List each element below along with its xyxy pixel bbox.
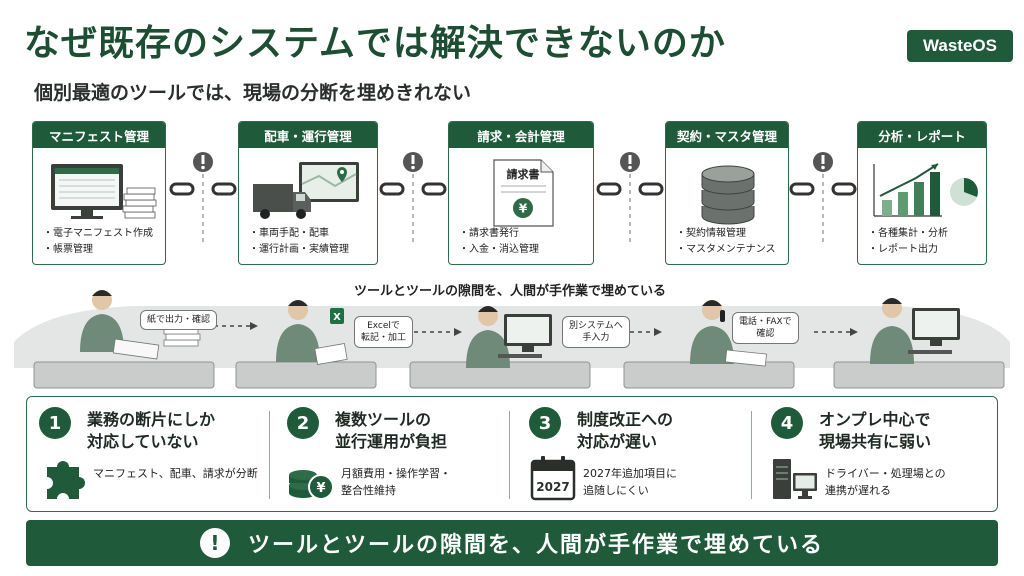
database-icon bbox=[701, 165, 755, 225]
server-computer-icon bbox=[773, 459, 817, 499]
issue-item: 1 業務の断片にしか 対応していない マニフェスト、配車、請求が分断 bbox=[27, 397, 267, 513]
tool-card-title: 契約・マスタ管理 bbox=[666, 122, 788, 148]
invoice-icon: 請求書 ¥ bbox=[493, 159, 554, 227]
issue-title: 複数ツールの 並行運用が負担 bbox=[335, 410, 448, 451]
broken-link-icon bbox=[379, 152, 447, 246]
tool-card-dispatch: 配車・運行管理 車両手配・配車 運行計画・実績管理 bbox=[238, 121, 378, 265]
footer-banner: ! ツールとツールの隙間を、人間が手作業で埋めている bbox=[26, 520, 998, 566]
tool-feature-list: 車両手配・配車 運行計画・実績管理 bbox=[249, 226, 349, 258]
exclamation-icon: ! bbox=[199, 528, 230, 558]
tool-feature: 電子マニフェスト作成 bbox=[43, 226, 153, 242]
worker-figure bbox=[690, 300, 767, 367]
footer-text: ツールとツールの隙間を、人間が手作業で埋めている bbox=[247, 533, 824, 558]
wasteos-logo: WasteOS bbox=[907, 30, 1013, 62]
tool-feature: 入金・消込管理 bbox=[459, 242, 539, 258]
tool-card-manifest: マニフェスト管理 電子マニフェスト作成 帳票管理 bbox=[32, 121, 166, 265]
issue-title: 制度改正への 対応が遅い bbox=[577, 410, 674, 451]
speech-bubble-excel: Excelで 転記・加工 bbox=[354, 316, 414, 348]
tool-card-title: 分析・レポート bbox=[858, 122, 986, 148]
issue-title: オンプレ中心で 現場共有に弱い bbox=[819, 410, 932, 451]
tool-feature-list: 契約情報管理 マスタメンテナンス bbox=[676, 226, 776, 258]
svg-text:¥: ¥ bbox=[519, 202, 528, 216]
invoice-label: 請求書 bbox=[507, 167, 540, 181]
puzzle-piece-icon bbox=[47, 461, 85, 499]
tool-card-contract: 契約・マスタ管理 契約情報管理 マスタメンテナンス bbox=[665, 121, 789, 265]
speech-bubble-paper: 紙で出力・確認 bbox=[140, 310, 218, 330]
issue-number: 1 bbox=[39, 407, 71, 439]
tool-feature: 帳票管理 bbox=[43, 242, 153, 258]
monitor-documents-icon bbox=[51, 164, 157, 219]
svg-text:X: X bbox=[333, 312, 341, 323]
worker-figure: X bbox=[276, 300, 348, 365]
tool-feature: 契約情報管理 bbox=[676, 226, 776, 242]
issue-number: 4 bbox=[771, 407, 803, 439]
divider bbox=[751, 411, 752, 499]
broken-link-icon bbox=[596, 152, 664, 246]
broken-link-icon bbox=[789, 152, 857, 246]
gap-banner: ツールとツールの隙間を、人間が手作業で埋めている bbox=[353, 284, 666, 299]
worker-figure bbox=[466, 306, 552, 368]
tool-feature: 各種集計・分析 bbox=[868, 226, 948, 242]
tool-feature: 請求書発行 bbox=[459, 226, 539, 242]
tool-feature: レポート出力 bbox=[868, 242, 948, 258]
speech-bubble-reentry: 別システムへ 手入力 bbox=[562, 316, 630, 348]
tool-feature-list: 電子マニフェスト作成 帳票管理 bbox=[43, 226, 153, 258]
issues-panel: 1 業務の断片にしか 対応していない マニフェスト、配車、請求が分断 2 複数ツ… bbox=[26, 396, 998, 512]
truck-map-icon bbox=[253, 162, 359, 219]
tool-feature: マスタメンテナンス bbox=[676, 242, 776, 258]
worker-figure bbox=[80, 290, 201, 360]
page-title: なぜ既存のシステムでは解決できないのか bbox=[24, 23, 726, 64]
bar-chart-icon bbox=[873, 163, 978, 217]
worker-figure bbox=[870, 298, 960, 364]
divider bbox=[269, 411, 270, 499]
issue-number: 3 bbox=[529, 407, 561, 439]
issue-number: 2 bbox=[287, 407, 319, 439]
tool-card-billing: 請求・会計管理 請求書 ¥ 請求書発行 入金・消込管理 bbox=[448, 121, 594, 265]
issue-description: ドライバー・処理場との 連携が遅れる bbox=[825, 467, 946, 497]
issue-item: 2 複数ツールの 並行運用が負担 ¥ 月額費用・操作学習・ 整合性維持 bbox=[275, 397, 505, 513]
tool-card-title: 請求・会計管理 bbox=[449, 122, 593, 148]
tool-feature: 車両手配・配車 bbox=[249, 226, 349, 242]
tool-card-title: マニフェスト管理 bbox=[33, 122, 165, 148]
svg-text:2027: 2027 bbox=[536, 480, 569, 494]
speech-bubble-phone: 電話・FAXで 確認 bbox=[732, 312, 799, 344]
issue-description: 月額費用・操作学習・ 整合性維持 bbox=[341, 467, 451, 497]
svg-text:¥: ¥ bbox=[316, 481, 325, 496]
broken-link-icon bbox=[169, 152, 237, 246]
tool-card-title: 配車・運行管理 bbox=[239, 122, 377, 148]
page-subtitle: 個別最適のツールでは、現場の分断を埋めきれない bbox=[34, 82, 472, 104]
issue-description: 2027年追加項目に 追随しにくい bbox=[583, 467, 677, 497]
tool-feature: 運行計画・実績管理 bbox=[249, 242, 349, 258]
divider bbox=[509, 411, 510, 499]
tool-feature-list: 請求書発行 入金・消込管理 bbox=[459, 226, 539, 258]
issue-item: 3 制度改正への 対応が遅い 2027 2027年追加項目に 追随しにくい bbox=[517, 397, 747, 513]
issue-description: マニフェスト、配車、請求が分断 bbox=[93, 467, 258, 480]
calendar-icon: 2027 bbox=[530, 456, 576, 501]
issue-title: 業務の断片にしか 対応していない bbox=[87, 410, 216, 451]
tool-feature-list: 各種集計・分析 レポート出力 bbox=[868, 226, 948, 258]
tool-card-analytics: 分析・レポート 各種集計・分析 レポート出力 bbox=[857, 121, 987, 265]
issue-item: 4 オンプレ中心で 現場共有に弱い ドライバー・処理場との 連携が遅れる bbox=[759, 397, 995, 513]
coins-yen-icon: ¥ bbox=[289, 470, 334, 500]
